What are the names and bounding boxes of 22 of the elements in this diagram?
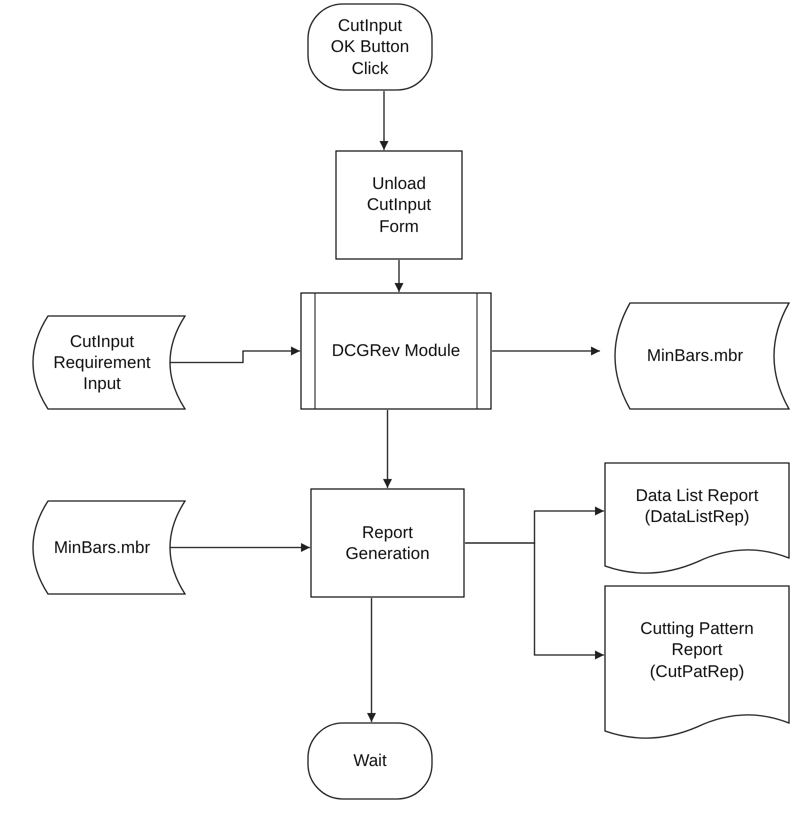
node-text: Report Generation [344, 522, 431, 564]
node-text: DCGRev Module [332, 340, 460, 362]
arrow [465, 542, 604, 660]
node-text: CutInput Requirement Input [52, 330, 152, 394]
node-text: CutInput OK Button Click [330, 15, 410, 79]
arrow [170, 543, 310, 552]
process-box [310, 488, 465, 598]
node-text: Wait [353, 750, 387, 772]
predefined-process-box [300, 292, 492, 410]
node-text: MinBars.mbr [54, 536, 150, 558]
arrow [492, 346, 600, 356]
arrow [170, 346, 300, 364]
node-text: MinBars.mbr [646, 345, 744, 367]
process-box [335, 150, 463, 260]
arrow [394, 260, 404, 292]
arrow [380, 91, 388, 150]
node-text: Cutting Pattern Report (CutPatRep) [639, 618, 755, 682]
terminator-shape [307, 3, 433, 91]
node-text: Unload CutInput Form [366, 173, 432, 237]
arrow [383, 410, 392, 488]
arrow [367, 598, 376, 722]
node-text: Data List Report (DataListRep) [634, 484, 760, 528]
